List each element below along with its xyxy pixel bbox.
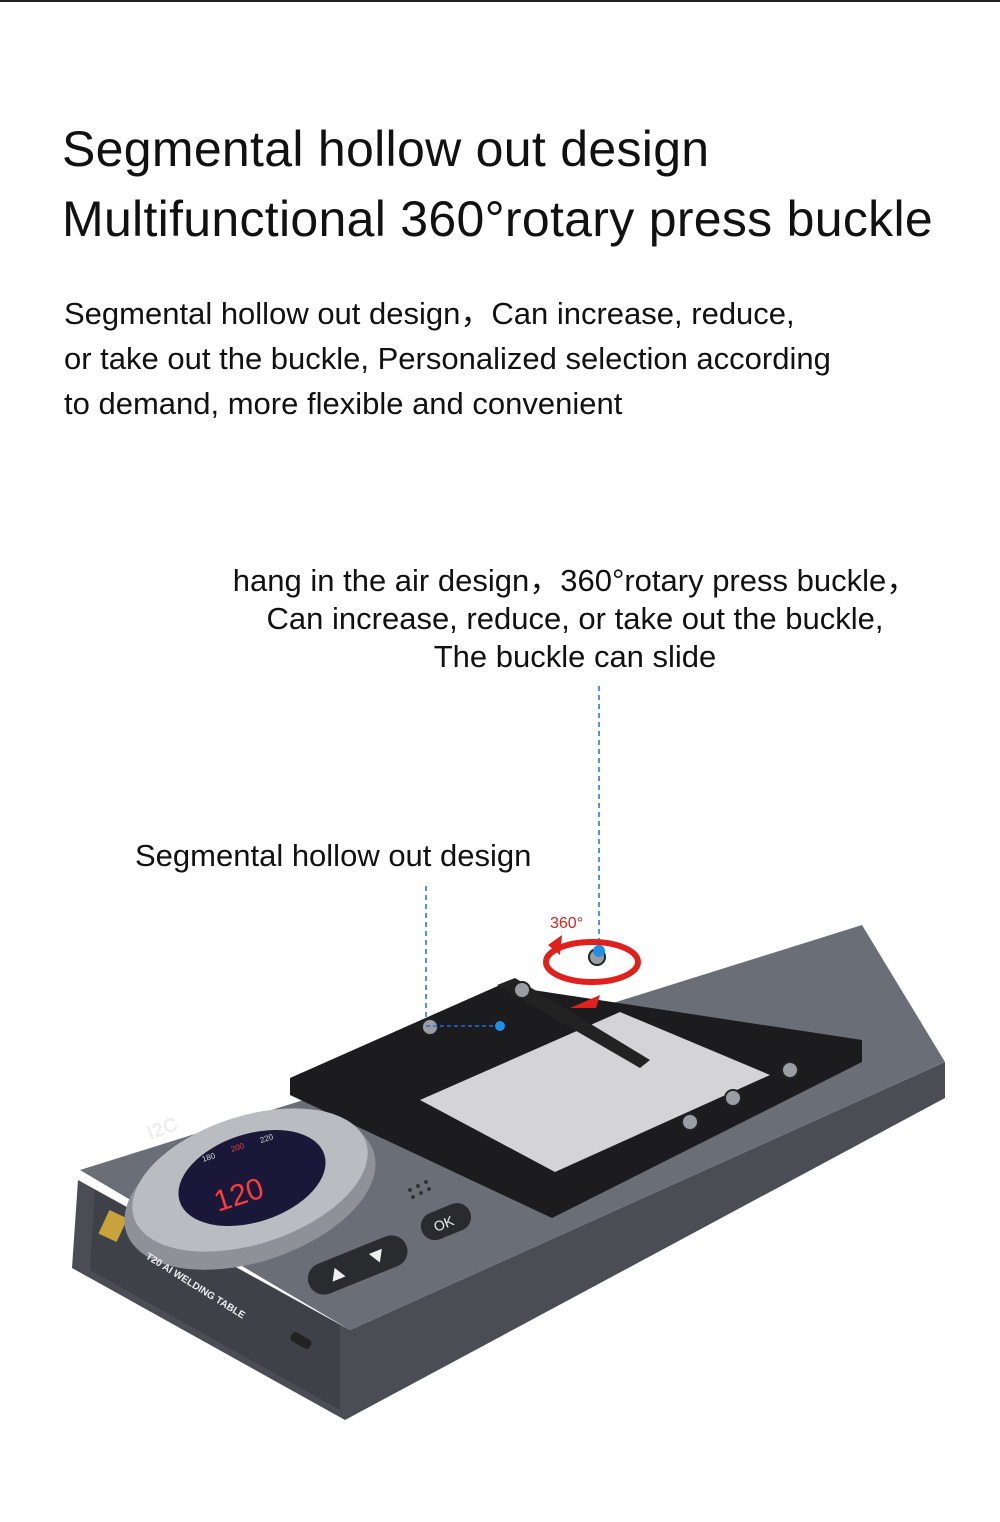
guide-dot xyxy=(495,1021,505,1031)
left-arrow-icon xyxy=(332,1267,346,1282)
brand-logo: I2C xyxy=(144,1113,181,1144)
top-border xyxy=(0,0,1000,2)
screen-tick: 200 xyxy=(230,1141,246,1154)
right-arrow-icon xyxy=(368,1248,382,1263)
display-screen xyxy=(178,1130,326,1226)
screen-tick: 180 xyxy=(201,1151,217,1164)
slide-arrow-icon xyxy=(570,995,600,1008)
heading-line-1: Segmental hollow out design xyxy=(62,121,710,177)
description-line: Segmental hollow out design，Can increase… xyxy=(64,296,795,331)
callout-buckle: hang in the air design，360°rotary press … xyxy=(180,562,970,676)
usb-c-port xyxy=(290,1332,312,1349)
speaker-grille xyxy=(408,1180,431,1199)
screen-tick: 220 xyxy=(259,1132,275,1145)
rotation-label: 360° xyxy=(550,915,584,932)
callout-line: Can increase, reduce, or take out the bu… xyxy=(266,601,884,636)
screw xyxy=(781,1061,799,1079)
description-line: to demand, more flexible and convenient xyxy=(64,386,623,421)
screw xyxy=(513,981,531,999)
ok-button-label: OK xyxy=(431,1212,456,1235)
screw xyxy=(681,1113,699,1131)
arrow-buttons xyxy=(307,1235,408,1295)
heading-line-2: Multifunctional 360°rotary press buckle xyxy=(62,191,934,247)
pcb-plate xyxy=(420,1012,770,1172)
callout-line: The buckle can slide xyxy=(433,639,717,674)
ok-button xyxy=(420,1203,472,1241)
rotate-arrow-icon xyxy=(543,939,641,985)
guide-dot xyxy=(593,945,605,957)
screw xyxy=(724,1089,742,1107)
power-port xyxy=(98,1209,128,1243)
callout-hollow: Segmental hollow out design xyxy=(135,838,532,873)
description-line: or take out the buckle, Personalized sel… xyxy=(64,341,831,376)
callout-line: hang in the air design，360°rotary press … xyxy=(232,563,918,598)
buckle-arm xyxy=(497,978,650,1068)
screw xyxy=(421,1018,439,1036)
description: Segmental hollow out design，Can increase… xyxy=(64,291,831,426)
